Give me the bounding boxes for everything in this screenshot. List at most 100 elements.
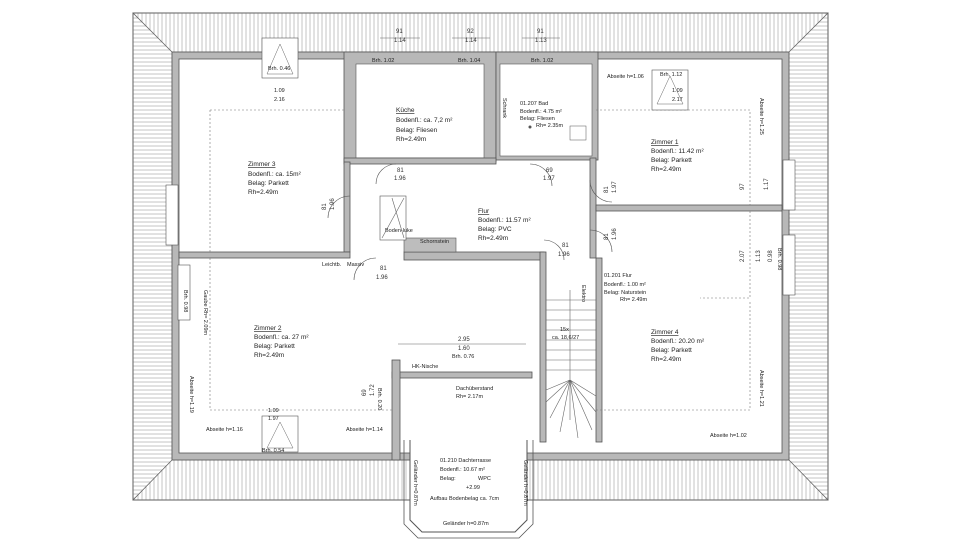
window-brh: Brh. 0.98: [776, 248, 782, 270]
abseite-label: Abseite h=1.25: [758, 98, 764, 135]
dim: 0.98: [768, 250, 774, 262]
room-dachueberstand: Dachüberstand Rh= 2.17m: [456, 386, 493, 400]
schrank-label: Schrank: [501, 98, 507, 118]
dim: 91: [537, 29, 544, 35]
dim: 1.97: [543, 176, 555, 182]
room-height: Rh=2.49m: [651, 356, 681, 363]
dormer-windows: [165, 37, 796, 453]
room-area: Bodenfl.: 4.75 m²: [520, 109, 562, 115]
room-height: Rh=2.49m: [651, 166, 681, 173]
room-floor: Belag: Parkett: [248, 180, 289, 187]
room-area: Bodenfl.: 1.00 m²: [604, 282, 646, 288]
room-code: 01.210 Dachterrasse: [440, 458, 491, 464]
leichtb-label: Leichtb.: [322, 262, 342, 268]
dim: 97: [740, 183, 746, 190]
dim: 1.96: [330, 198, 336, 210]
room-height: Rh=2.49m: [478, 235, 508, 242]
dim: 1.72: [370, 384, 376, 396]
room-height: Rh= 2.17m: [456, 394, 483, 400]
room-zimmer2: Zimmer 2 Bodenfl.: ca. 27 m² Belag: Park…: [254, 325, 309, 359]
dim: 1.96: [394, 176, 406, 182]
abseite-lines: [209, 109, 751, 411]
hk-nische-label: HK-Nische: [412, 364, 438, 370]
dim: 91: [396, 29, 403, 35]
window-brh: Brh. 0.76: [452, 354, 474, 360]
room-area: Bodenfl.: ca. 27 m²: [254, 334, 309, 341]
room-floor-value: WPC: [478, 476, 491, 482]
bathroom-fixtures: [381, 125, 587, 239]
room-flur: Flur Bodenfl.: 11.57 m² Belag: PVC Rh=2.…: [478, 208, 531, 242]
abseite-label: Abseite h=1.21: [758, 370, 764, 407]
roof-terrace: [403, 440, 534, 539]
staircase: [545, 290, 597, 439]
massiv-label: Massiv: [347, 262, 364, 268]
door-swings: [327, 163, 613, 281]
dim: 81: [322, 203, 328, 210]
dim: 1.96: [612, 228, 618, 240]
room-level: +2.99: [466, 485, 480, 491]
dim: 1.97: [612, 181, 618, 193]
window-height: 2.17: [672, 97, 683, 103]
room-height: Rh=2.49m: [254, 352, 284, 359]
room-area: Bodenfl.: 11.57 m²: [478, 217, 531, 224]
window-brh: Brh. 0.54: [262, 448, 284, 454]
dim: 92: [467, 29, 474, 35]
stairs-count: 15x: [560, 327, 569, 333]
room-floor-label: Belag:: [440, 476, 456, 482]
room-title: Flur: [478, 208, 490, 215]
room-title: Dachüberstand: [456, 386, 493, 392]
dim: 81: [604, 186, 610, 193]
railing-right-label: Geländer h=0.87m: [522, 460, 528, 506]
abseite-label: Abseite h=1.16: [206, 427, 243, 433]
elektro-label: Elektro: [580, 285, 586, 302]
room-bad: 01.207 Bad Bodenfl.: 4.75 m² Belag: Flie…: [520, 101, 563, 129]
room-floor: Belag: Parkett: [651, 157, 692, 164]
room-area: Bodenfl.: 11.42 m²: [651, 148, 704, 155]
misc-labels: Schornstein Boden-luke Leichtb. Massiv H…: [202, 98, 586, 506]
room-floor: Belag: Parkett: [651, 347, 692, 354]
room-floor: Belag: Fliesen: [520, 116, 555, 122]
room-floor: Belag: Fliesen: [396, 127, 438, 134]
dim: 1.13: [756, 250, 762, 262]
room-build: Aufbau Bodenbelag ca. 7cm: [430, 496, 500, 502]
room-title: Zimmer 2: [254, 325, 282, 332]
window-brh: Brh. 1.04: [458, 58, 480, 64]
room-zimmer3: Zimmer 3 Bodenfl.: ca. 15m² Belag: Parke…: [248, 161, 302, 196]
room-railing: Geländer h=0.87m: [443, 521, 489, 527]
room-area: Bodenfl.: ca. 15m²: [248, 171, 302, 178]
gaube-label: Gaube Rh= 2.09m: [202, 290, 208, 336]
room-area: Bodenfl.: 20.20 m²: [651, 338, 705, 345]
room-code: 01.207 Bad: [520, 101, 548, 107]
dim: 81: [380, 266, 387, 272]
dimension-labels: 91 1.14 92 1.14 91 1.13 81 1.96 69 1.97 …: [322, 29, 774, 396]
window-height: 1.97: [268, 416, 279, 422]
room-zimmer4: Zimmer 4 Bodenfl.: 20.20 m² Belag: Parke…: [651, 329, 705, 363]
room-area: Bodenfl.: 10.67 m²: [440, 467, 485, 473]
window-width: 1.09: [672, 88, 683, 94]
dim: 81: [397, 168, 404, 174]
room-height: Rh= 2.49m: [620, 297, 647, 303]
dim: 81: [562, 243, 569, 249]
window-width: 1.09: [268, 408, 279, 414]
room-area: Bodenfl.: ca. 7,2 m²: [396, 117, 453, 124]
room-title: Zimmer 4: [651, 329, 679, 336]
dim: 1.13: [535, 38, 547, 44]
room-zimmer1: Zimmer 1 Bodenfl.: 11.42 m² Belag: Parke…: [651, 139, 704, 173]
window-brh: Brh. 0.46: [268, 66, 290, 72]
dim: 2.07: [740, 250, 746, 262]
window-brh: Brh. 0.20: [376, 388, 382, 410]
room-floor: Belag: Parkett: [254, 343, 295, 350]
room-kueche: Küche Bodenfl.: ca. 7,2 m² Belag: Fliese…: [396, 107, 453, 143]
room-code: 01.201 Flur: [604, 273, 632, 279]
abseite-label: Abseite h=1.06: [607, 74, 644, 80]
room-floor: Belag: Naturstein: [604, 290, 646, 296]
railing-left-label: Geländer h=0.87m: [412, 460, 418, 506]
room-title: Zimmer 1: [651, 139, 679, 146]
dim: 1.60: [458, 346, 470, 352]
window-labels: Brh. 0.46 1.09 2.16 Brh. 1.02 Brh. 1.04 …: [182, 58, 782, 454]
abseite-heights: Abseite h=1.06 Abseite h=1.25 Abseite h=…: [188, 74, 764, 439]
room-flur2: 01.201 Flur Bodenfl.: 1.00 m² Belag: Nat…: [604, 273, 647, 303]
chimney-label: Schornstein: [420, 239, 449, 245]
window-height: 2.16: [274, 97, 285, 103]
